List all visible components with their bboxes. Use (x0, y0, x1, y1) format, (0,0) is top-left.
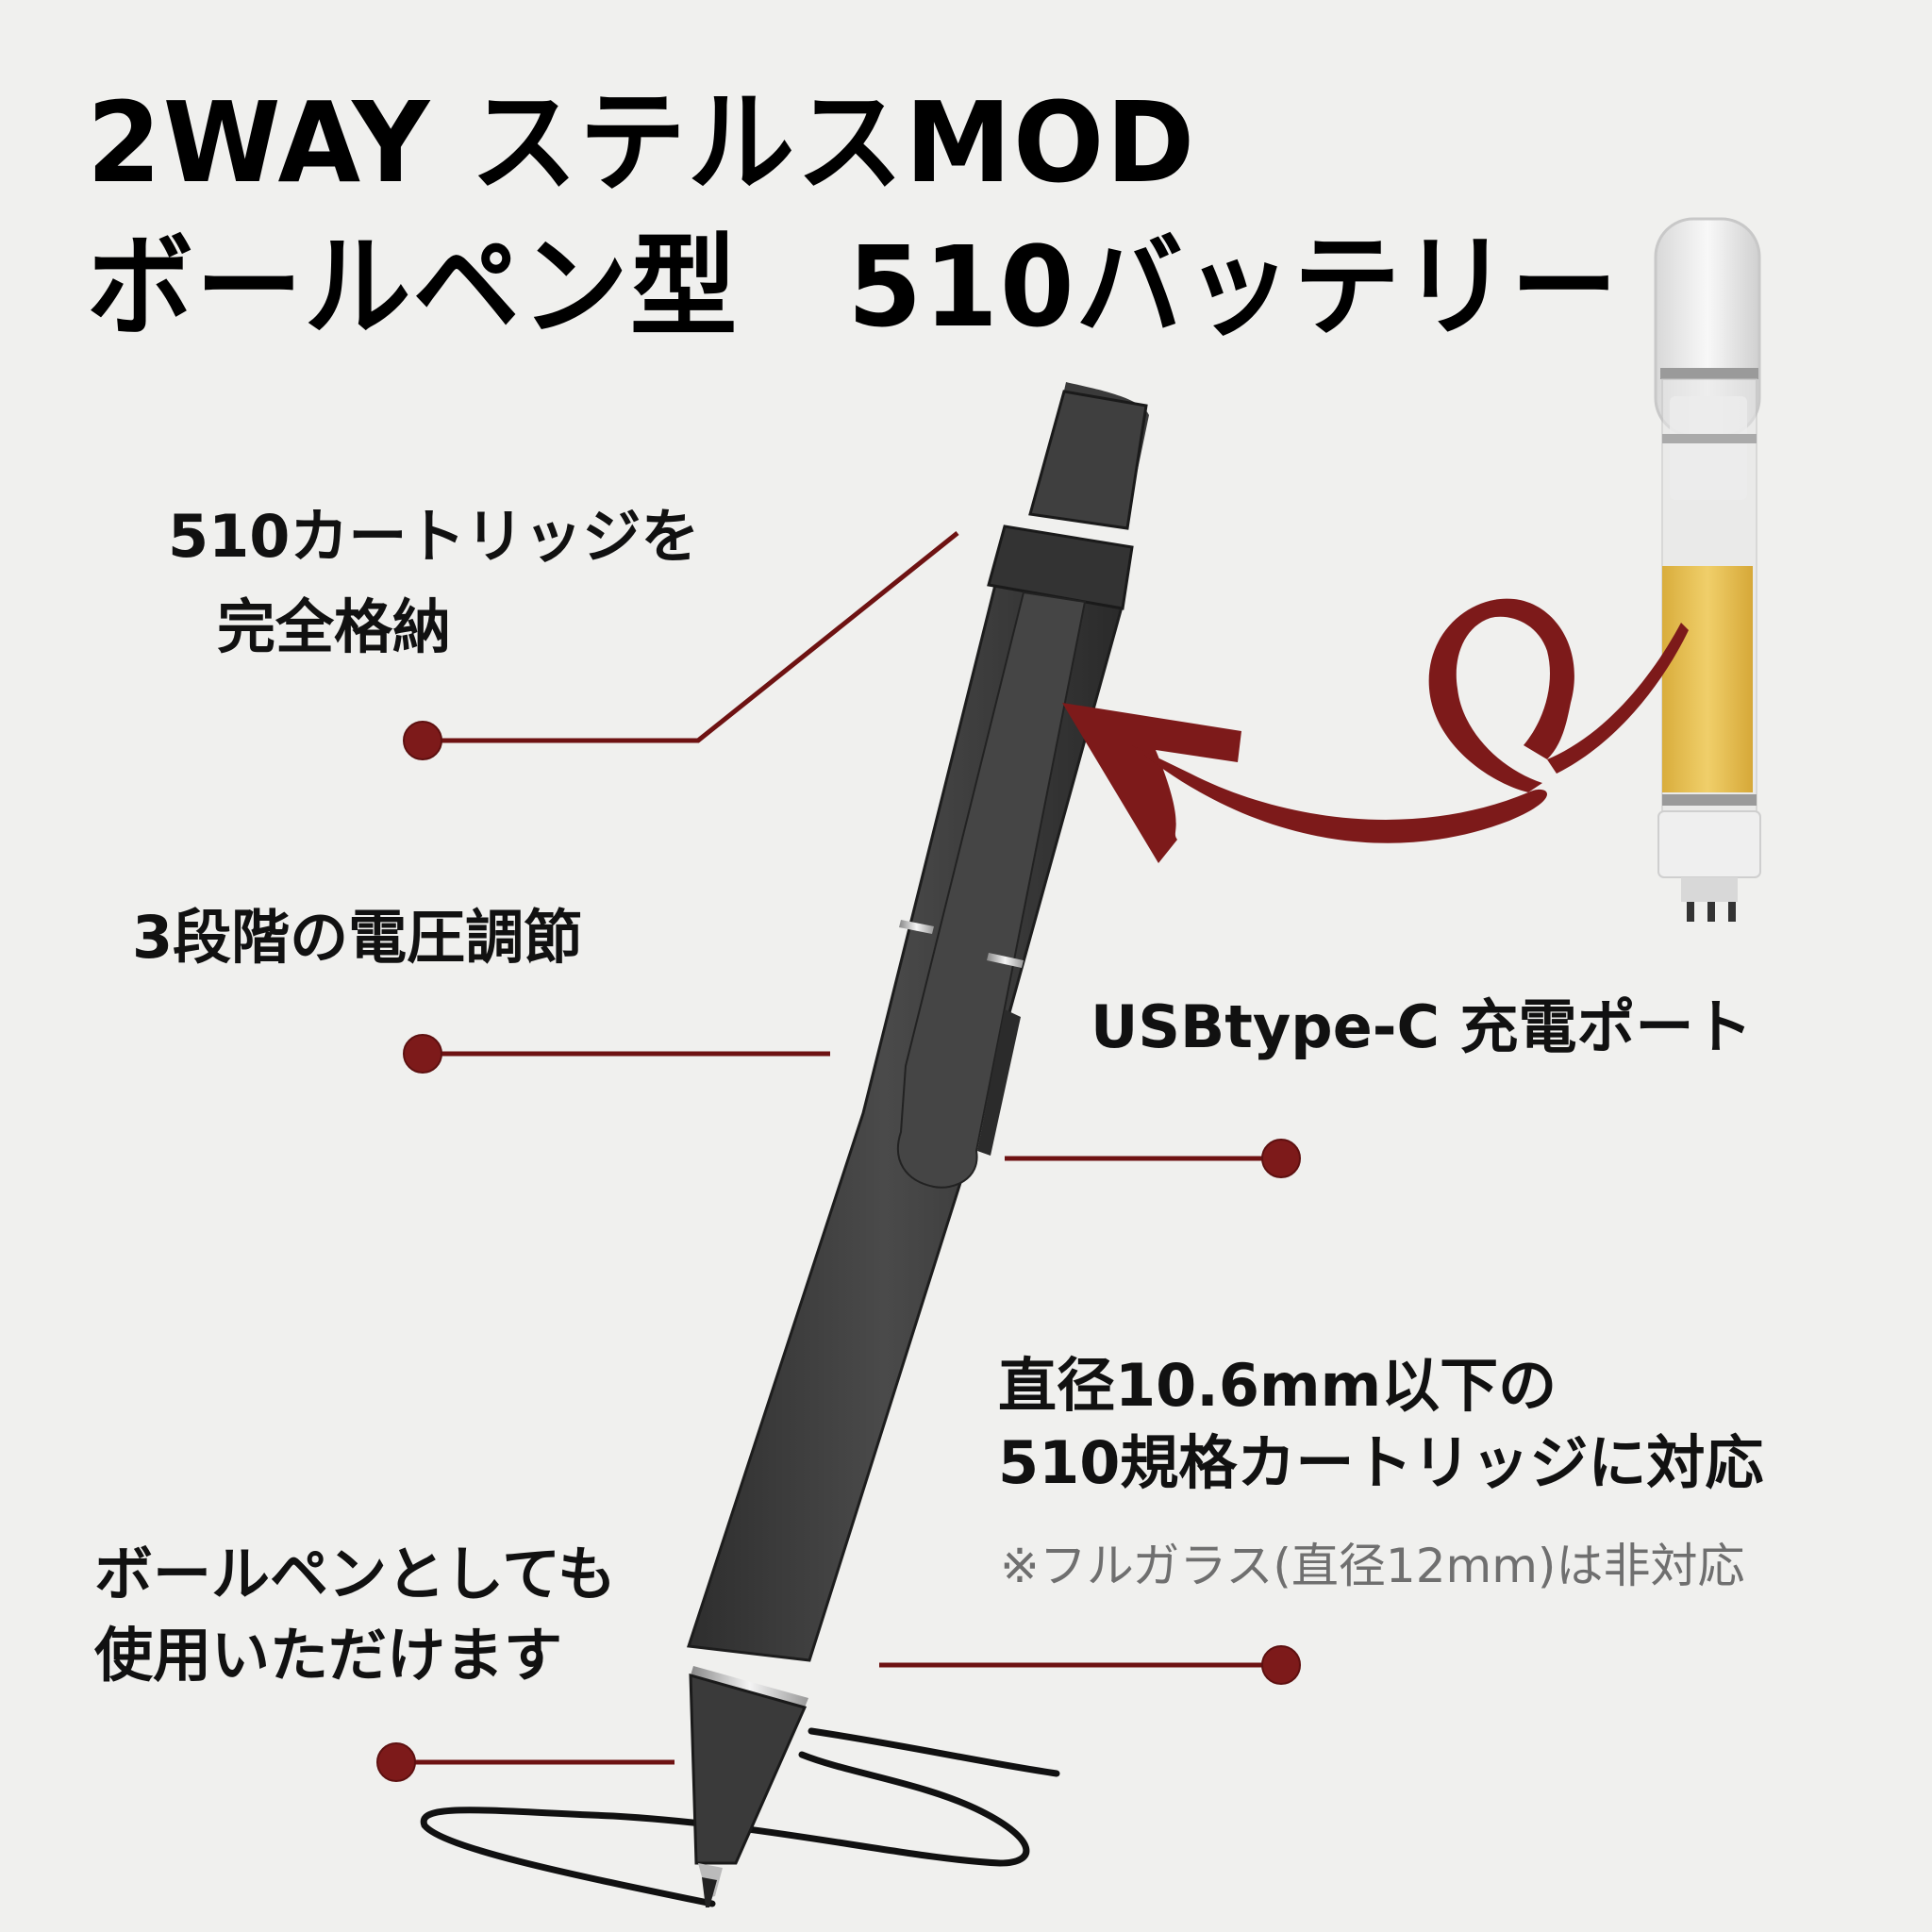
scribble-line-icon (420, 1727, 1060, 1907)
title-line-1: 2WAY ステルスMOD (87, 77, 1197, 208)
feature-ballpoint: ボールペンとしても 使用いただけます (94, 1538, 616, 1691)
cartridge-illustration-icon (1654, 217, 1761, 922)
feature-line: 3段階の電圧調節 (132, 903, 583, 972)
feature-line: 完全格納 (217, 591, 452, 661)
curved-arrow-icon (1062, 598, 1689, 863)
feature-line: USBtype-C 充電ポート (1091, 992, 1753, 1061)
feature-compatibility: 直径10.6mm以下の 510規格カートリッジに対応 (998, 1349, 1763, 1499)
feature-line: ボールペンとしても (94, 1540, 617, 1608)
feature-line: 直径10.6mm以下の (998, 1351, 1557, 1420)
feature-voltage: 3段階の電圧調節 (132, 901, 582, 974)
pen-illustration-icon (687, 382, 1149, 1907)
feature-line: 使用いただけます (94, 1620, 563, 1690)
callout-connectors (396, 531, 1274, 1765)
title-line-2: ボールペン型 510バッテリー (87, 222, 1620, 352)
feature-usb-port: USBtype-C 充電ポート (1091, 991, 1753, 1064)
feature-line: 510規格カートリッジに対応 (998, 1427, 1764, 1497)
compatibility-note: ※フルガラス(直径12mm)は非対応 (1000, 1539, 1745, 1593)
feature-cartridge-storage: 510カートリッジを 完全格納 (168, 500, 699, 663)
callout-dot-icon (376, 721, 1301, 1782)
feature-line: 510カートリッジを (168, 502, 700, 571)
